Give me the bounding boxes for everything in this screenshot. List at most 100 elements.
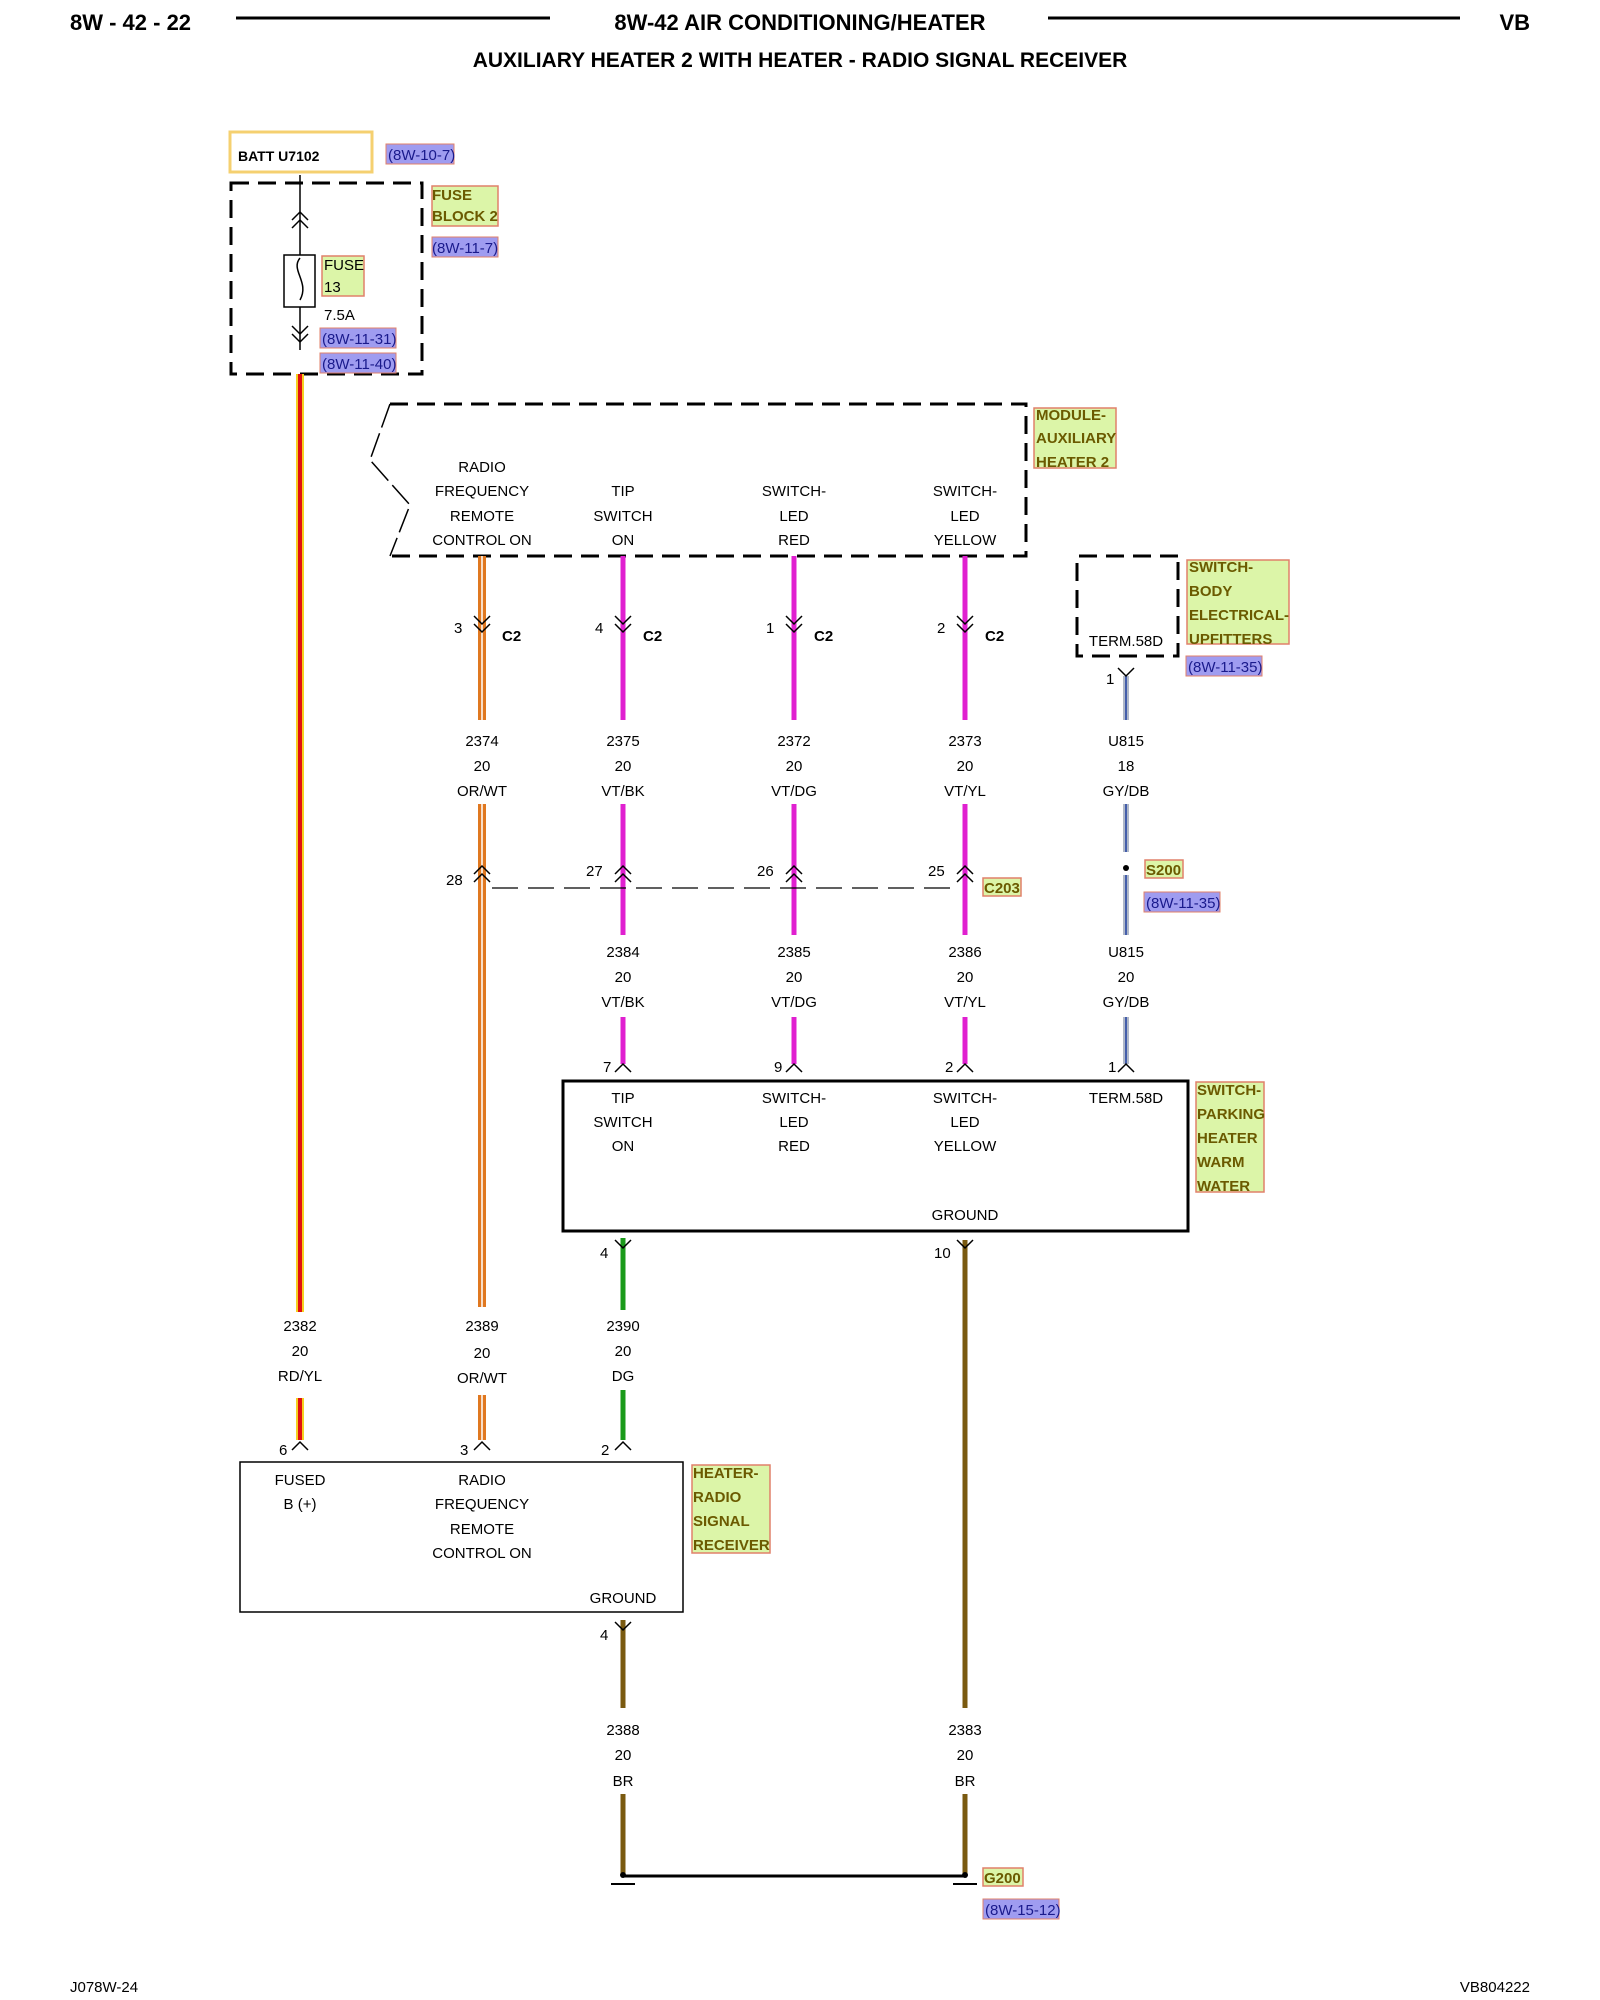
c2-cavity-yellow: 2: [937, 620, 945, 637]
receiver-label-3: SIGNAL: [693, 1513, 750, 1530]
module-pin-tip-1: TIP: [611, 483, 634, 500]
fuse-symbol: [283, 254, 316, 308]
parking-cavity-term: 1: [1108, 1059, 1116, 1076]
parking-label-4: WARM: [1197, 1154, 1245, 1171]
w2384-circuit: 2384: [606, 944, 639, 961]
c2-cavity-rf: 3: [454, 620, 462, 637]
w2390-color: DG: [612, 1368, 635, 1385]
body-switch-label-3: ELECTRICAL-: [1189, 607, 1289, 624]
module-pin-tip-2: SWITCH: [593, 508, 652, 525]
receiver-pin-rf-1: RADIO: [458, 1472, 506, 1489]
w2386-circuit: 2386: [948, 944, 981, 961]
module-pin-red-2: LED: [779, 508, 808, 525]
module-pin-rf-3: REMOTE: [450, 508, 514, 525]
ground-ref[interactable]: (8W-15-12): [985, 1902, 1061, 1919]
w2390-circuit: 2390: [606, 1318, 639, 1335]
wu815-gauge: 18: [1118, 758, 1135, 775]
body-switch-label-2: BODY: [1189, 583, 1232, 600]
parking-pin-term: TERM.58D: [1089, 1090, 1163, 1107]
fuse-ref-3[interactable]: (8W-11-40): [322, 356, 396, 373]
footer-left: J078W-24: [70, 1979, 138, 1996]
parking-switch-box: [561, 1079, 1190, 1233]
body-switch-cavity: 1: [1106, 671, 1114, 688]
w2385-circuit: 2385: [777, 944, 810, 961]
receiver-pin-rf-2: FREQUENCY: [435, 1496, 529, 1513]
module-pin-red-1: SWITCH-: [762, 483, 826, 500]
parking-label-5: WATER: [1197, 1178, 1250, 1195]
body-switch-pin: TERM.58D: [1089, 633, 1163, 650]
s200-dot: [1123, 865, 1129, 871]
w2373-color: VT/YL: [944, 783, 986, 800]
parking-pin-tip-2: SWITCH: [593, 1114, 652, 1131]
parking-label-1: SWITCH-: [1197, 1082, 1261, 1099]
c203-cavity-rf: 28: [446, 872, 463, 889]
receiver-label-1: HEATER-: [693, 1465, 759, 1482]
w2388-gauge: 20: [615, 1747, 632, 1764]
c2-cavity-red: 1: [766, 620, 774, 637]
wu815-circuit: U815: [1108, 733, 1144, 750]
parking-cavity-ground: 10: [934, 1245, 951, 1262]
parking-pin-yellow-1: SWITCH-: [933, 1090, 997, 1107]
receiver-pin-fused-2: B (+): [284, 1496, 317, 1513]
fuse-label-2: 13: [324, 279, 341, 296]
w2382-circuit: 2382: [283, 1318, 316, 1335]
wu815b-gauge: 20: [1118, 969, 1135, 986]
parking-cavity-red: 9: [774, 1059, 782, 1076]
w2372-color: VT/DG: [771, 783, 817, 800]
body-switch-label-4: UPFITTERS: [1189, 631, 1272, 648]
receiver-box: [239, 1461, 684, 1613]
battery-box: [228, 130, 374, 174]
module-pin-yellow-2: LED: [950, 508, 979, 525]
receiver-pin-fused-1: FUSED: [275, 1472, 326, 1489]
w2372-circuit: 2372: [777, 733, 810, 750]
c2-label-rf: C2: [502, 628, 521, 645]
parking-cavity-ground-tip: 4: [600, 1245, 608, 1262]
wu815-color: GY/DB: [1103, 783, 1150, 800]
page-subtitle: AUXILIARY HEATER 2 WITH HEATER - RADIO S…: [473, 49, 1128, 72]
parking-pin-yellow-3: YELLOW: [934, 1138, 997, 1155]
s200-ref[interactable]: (8W-11-35): [1146, 895, 1220, 912]
body-switch-ref[interactable]: (8W-11-35): [1188, 659, 1262, 676]
w2374-color: OR/WT: [457, 783, 507, 800]
w2390-gauge: 20: [615, 1343, 632, 1360]
parking-pin-red-1: SWITCH-: [762, 1090, 826, 1107]
receiver-cavity-fused: 6: [279, 1442, 287, 1459]
w2384-color: VT/BK: [601, 994, 644, 1011]
receiver-label-2: RADIO: [693, 1489, 742, 1506]
fuse-ref-2[interactable]: (8W-11-31): [322, 331, 396, 348]
w2388-circuit: 2388: [606, 1722, 639, 1739]
receiver-cavity-ground: 4: [600, 1627, 608, 1644]
c2-label-yellow: C2: [985, 628, 1004, 645]
w2383-circuit: 2383: [948, 1722, 981, 1739]
module-label-3: HEATER 2: [1036, 454, 1109, 471]
parking-pin-red-2: LED: [779, 1114, 808, 1131]
receiver-cavity-dg: 2: [601, 1442, 609, 1459]
w2388-color: BR: [613, 1773, 634, 1790]
footer-right: VB804222: [1460, 1979, 1530, 1996]
receiver-cavity-rf: 3: [460, 1442, 468, 1459]
parking-pin-red-3: RED: [778, 1138, 810, 1155]
vehicle-code: VB: [1499, 10, 1530, 35]
w2386-color: VT/YL: [944, 994, 986, 1011]
parking-label-3: HEATER: [1197, 1130, 1258, 1147]
module-label-2: AUXILIARY: [1036, 430, 1116, 447]
wu815b-color: GY/DB: [1103, 994, 1150, 1011]
receiver-pin-rf-3: REMOTE: [450, 1521, 514, 1538]
module-pin-yellow-1: SWITCH-: [933, 483, 997, 500]
w2373-circuit: 2373: [948, 733, 981, 750]
parking-label-2: PARKING: [1197, 1106, 1265, 1123]
w2389-color: OR/WT: [457, 1370, 507, 1387]
w2384-gauge: 20: [615, 969, 632, 986]
battery-ref[interactable]: (8W-10-7): [388, 147, 455, 164]
w2375-color: VT/BK: [601, 783, 644, 800]
w2385-color: VT/DG: [771, 994, 817, 1011]
fuse-block-ref[interactable]: (8W-11-7): [432, 240, 498, 257]
section-title: 8W-42 AIR CONDITIONING/HEATER: [614, 10, 985, 35]
module-pin-yellow-3: YELLOW: [934, 532, 997, 549]
receiver-pin-rf-4: CONTROL ON: [432, 1545, 531, 1562]
module-pin-rf-1: RADIO: [458, 459, 506, 476]
wu815b-circuit: U815: [1108, 944, 1144, 961]
s200-label: S200: [1146, 862, 1181, 879]
fuse-block-outline: [229, 181, 424, 376]
